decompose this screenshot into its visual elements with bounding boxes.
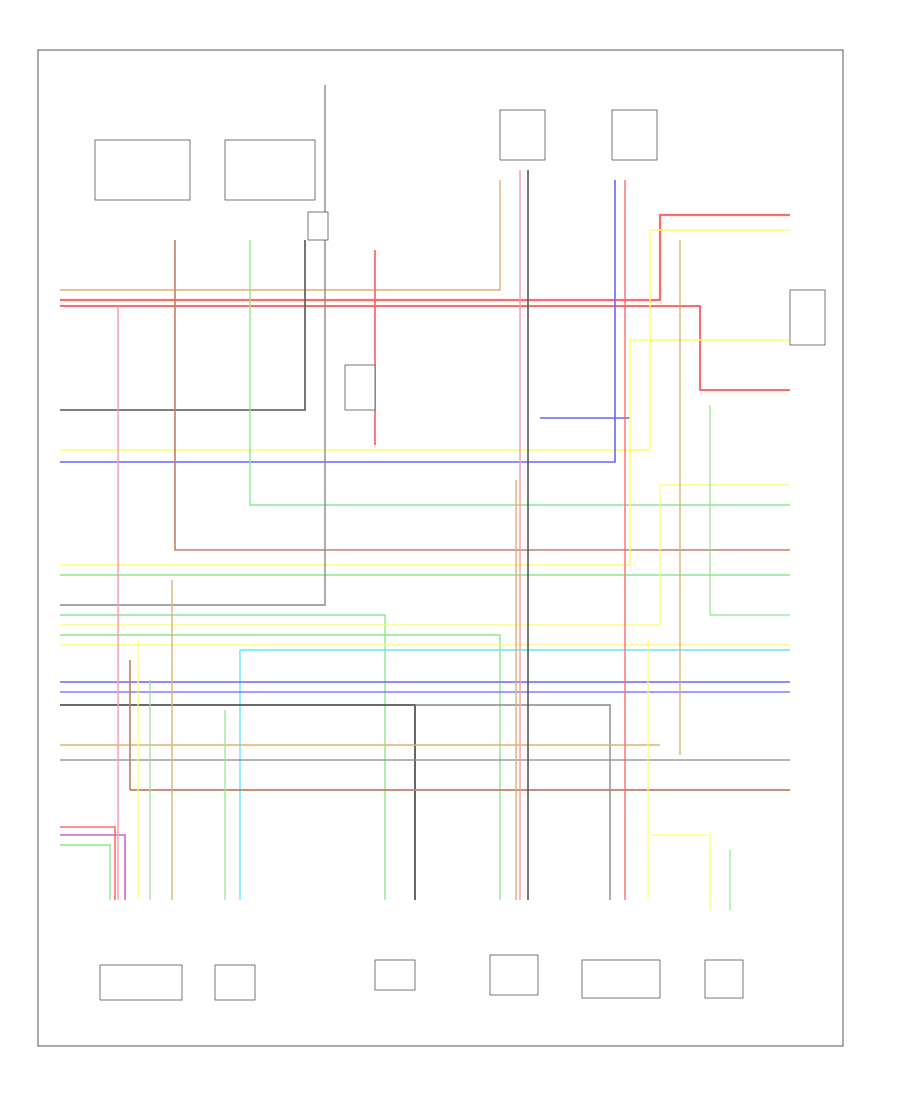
wire-green-riser-3: [709, 405, 790, 616]
wire-purple-1: [60, 834, 126, 900]
fuel-gauge-box: [99, 964, 183, 1001]
wire-brown-1: [174, 240, 790, 551]
wire-red-3: [60, 826, 116, 900]
coolant-temp-box: [214, 964, 256, 1001]
module-box: [581, 959, 661, 999]
wire-tan-top: [60, 180, 501, 291]
wire-yellow-lower: [650, 834, 711, 910]
components-layer: [94, 109, 826, 1001]
wire-green-1: [249, 240, 790, 506]
wire-red-main: [60, 213, 790, 302]
oxygen-sensor-box: [704, 959, 744, 999]
vehicle-speed-box: [374, 959, 416, 991]
wire-blue-1: [60, 180, 616, 463]
wire-yellow-2: [60, 339, 790, 566]
wire-gray-1: [60, 85, 326, 606]
wire-yellow-3: [60, 484, 790, 626]
wire-dark-2: [60, 704, 416, 900]
wire-green-4: [60, 634, 501, 900]
fuse-block: [307, 211, 329, 241]
connector-right: [789, 289, 826, 346]
thermo-switch: [344, 364, 376, 411]
relay-block: [94, 139, 191, 201]
sensor-module-left: [499, 109, 546, 161]
wires-layer: [60, 85, 790, 910]
wire-gray-2: [415, 704, 611, 900]
switch-block: [224, 139, 316, 201]
fuel-pump-box: [489, 954, 539, 996]
wire-green-5: [60, 844, 111, 900]
wire-red-2: [60, 305, 790, 391]
sensor-module-right: [611, 109, 658, 161]
wire-dark-1: [60, 240, 306, 411]
diagram-frame: [37, 49, 844, 1047]
wire-green-3: [60, 614, 386, 900]
